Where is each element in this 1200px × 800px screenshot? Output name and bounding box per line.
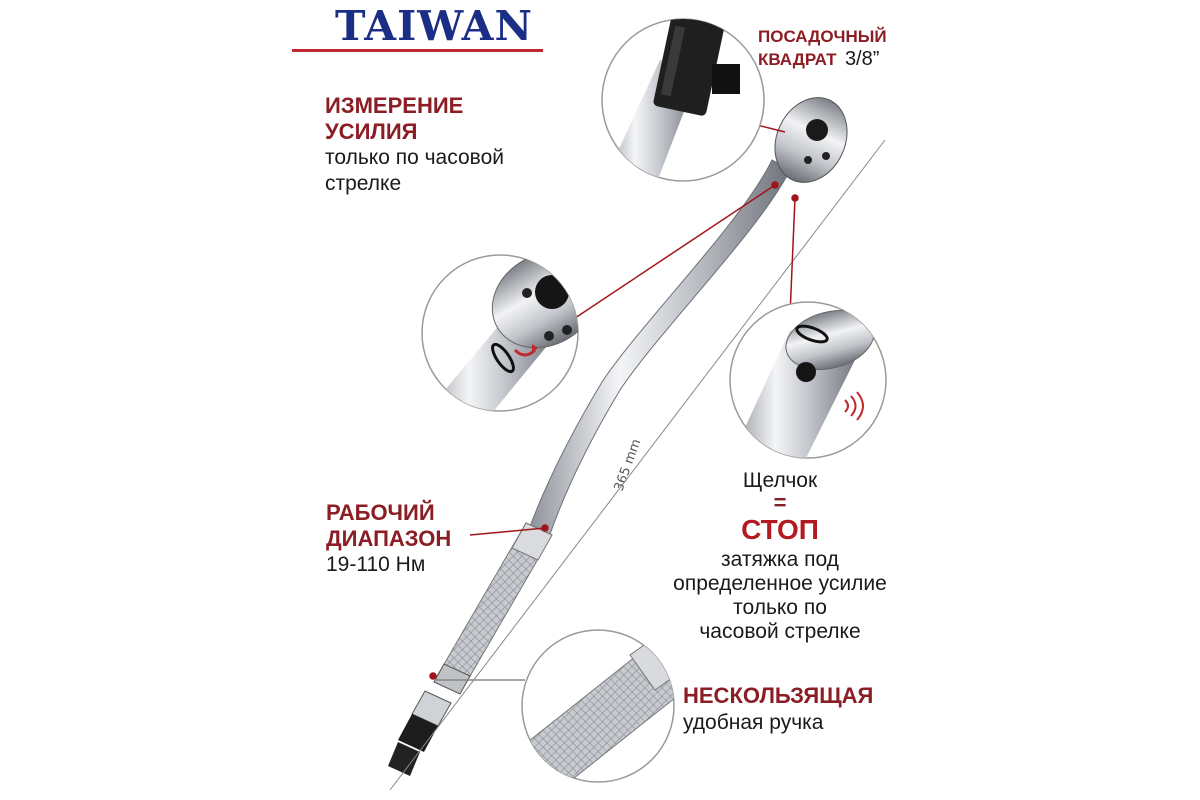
- stop-desc-4: часовой стрелке: [699, 620, 861, 643]
- measure-desc-1: только по часовой: [325, 146, 504, 169]
- equals-sign: =: [773, 490, 787, 515]
- wrench-body: 365 mm: [388, 97, 848, 776]
- stop-desc-1: затяжка под: [721, 548, 839, 571]
- stop-desc-2: определенное усилие: [673, 572, 887, 595]
- grip-desc: удобная ручка: [683, 711, 824, 734]
- knurled-grip-detail: [521, 629, 675, 783]
- click-mechanism-detail: [729, 301, 887, 459]
- range-value: 19-110 Нм: [326, 553, 426, 576]
- brand-underline: [292, 49, 543, 52]
- brand-logo: TAIWAN: [335, 2, 533, 50]
- square-drive-detail: [601, 18, 765, 182]
- square-drive-size: 3/8”: [844, 48, 880, 70]
- measure-desc-2: стрелке: [325, 172, 402, 195]
- range-title-2: ДИАПАЗОН: [326, 526, 452, 551]
- square-drive-title-2: КВАДРАТ: [758, 50, 837, 69]
- grip-title: НЕСКОЛЬЗЯЩАЯ: [683, 683, 874, 708]
- stop-label: СТОП: [741, 514, 819, 545]
- length-dimension-line: [389, 139, 886, 791]
- range-title-1: РАБОЧИЙ: [326, 500, 435, 525]
- measure-title-1: ИЗМЕРЕНИЕ: [325, 93, 464, 118]
- callout-lines: [429, 121, 799, 681]
- stop-desc-3: только по: [733, 596, 827, 619]
- click-stop-block: Щелчок = СТОП затяжка под определенное у…: [640, 468, 920, 644]
- square-drive-line: КВАДРАТ 3/8”: [758, 48, 879, 71]
- square-drive-title-1: ПОСАДОЧНЫЙ: [758, 27, 887, 46]
- measure-title-2: УСИЛИЯ: [325, 119, 418, 144]
- click-label: Щелчок: [742, 469, 818, 492]
